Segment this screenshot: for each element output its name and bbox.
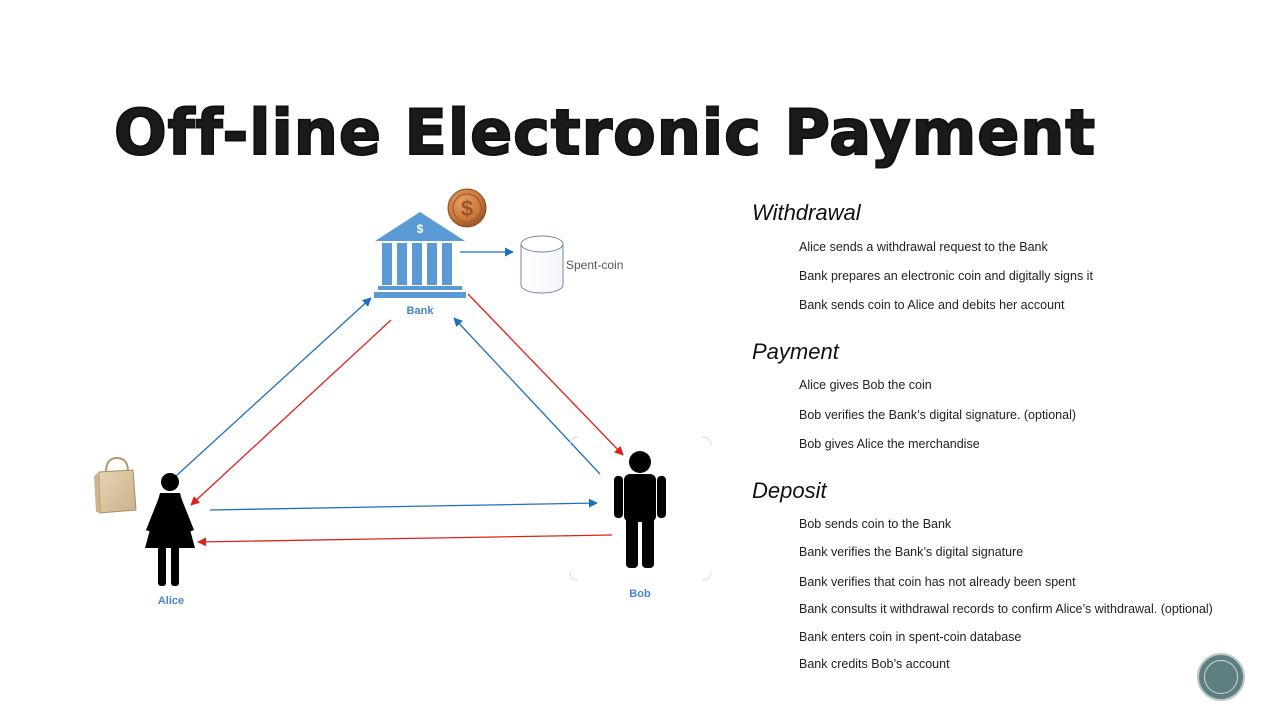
- payment-heading: Payment: [752, 339, 839, 364]
- alice-figure-icon: [145, 473, 195, 586]
- deposit-step-4: Bank consults it withdrawal records to c…: [799, 602, 1213, 616]
- slide-title: Off-line Electronic Payment: [113, 95, 1097, 170]
- withdrawal-step-3: Bank sends coin to Alice and debits her …: [799, 298, 1065, 312]
- bob-to-bank-arrow: [453, 317, 601, 475]
- alice-to-bob-arrow: [209, 498, 598, 511]
- bank-icon: $: [374, 212, 466, 298]
- deposit-heading: Deposit: [752, 478, 827, 503]
- deposit-step-2: Bank verifies the Bank’s digital signatu…: [799, 545, 1024, 559]
- withdrawal-heading: Withdrawal: [752, 200, 861, 225]
- alice-label: Alice: [158, 595, 184, 607]
- withdrawal-step-2: Bank prepares an electronic coin and dig…: [799, 269, 1093, 283]
- deposit-step-1: Bob sends coin to the Bank: [799, 517, 952, 531]
- bob-selection-frame: [569, 436, 712, 581]
- bank-dollar-sign: $: [417, 222, 424, 236]
- deposit-step-6: Bank credits Bob’s account: [799, 657, 950, 671]
- deposit-step-5: Bank enters coin in spent-coin database: [799, 630, 1022, 644]
- deposit-step-3: Bank verifies that coin has not already …: [799, 575, 1076, 589]
- database-label: Spent-coin: [566, 258, 623, 272]
- payment-step-3: Bob gives Alice the merchandise: [799, 437, 980, 451]
- bank-label: Bank: [407, 305, 435, 317]
- shopping-bag-icon: [94, 456, 137, 514]
- alice-to-bank-arrow: [175, 297, 372, 477]
- bob-to-alice-arrow: [197, 534, 613, 547]
- payment-step-2: Bob verifies the Bank’s digital signatur…: [799, 408, 1077, 422]
- database-icon: [520, 235, 564, 294]
- payment-step-1: Alice gives Bob the coin: [799, 378, 932, 392]
- withdrawal-step-1: Alice sends a withdrawal request to the …: [799, 240, 1048, 254]
- bank-to-bob-arrow: [467, 293, 624, 456]
- coin-dollar-sign: $: [461, 196, 473, 221]
- bob-label: Bob: [629, 588, 651, 600]
- coin-icon: $: [447, 188, 487, 228]
- bank-to-alice-arrow: [190, 319, 392, 506]
- bob-figure-icon: [614, 451, 666, 568]
- slide-nav-button[interactable]: [1197, 653, 1245, 701]
